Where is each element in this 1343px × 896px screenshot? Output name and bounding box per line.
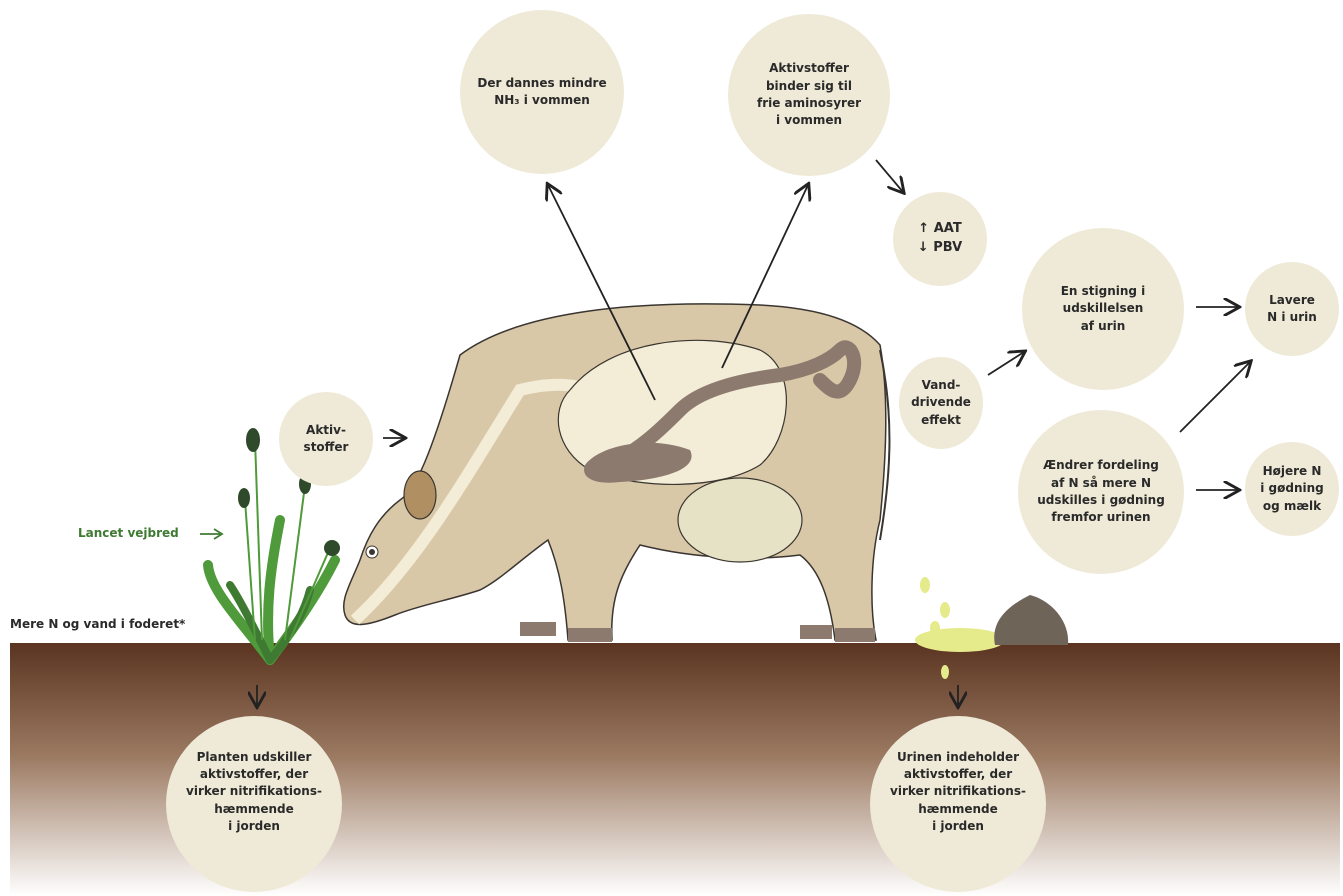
- bubble-planten: Planten udskiller aktivstoffer, der virk…: [166, 716, 342, 892]
- bubble-urinen: Urinen indeholder aktivstoffer, der virk…: [870, 716, 1046, 892]
- label-mere-n: Mere N og vand i foderet*: [10, 617, 185, 631]
- cow: [344, 304, 890, 642]
- arrow-to-stigning: [988, 352, 1024, 375]
- bubble-aktiv: Aktiv- stoffer: [279, 392, 373, 486]
- bubble-stigning: En stigning i udskillelsen af urin: [1022, 228, 1184, 390]
- label-lancet: Lancet vejbred: [78, 526, 179, 540]
- bubble-vanddrivende: Vand- drivende effekt: [899, 357, 983, 449]
- arrow-to-aat: [876, 160, 903, 192]
- arrow-aendrer-to-lavere: [1180, 362, 1250, 432]
- bubble-hojere: Højere N i gødning og mælk: [1245, 442, 1339, 536]
- bubble-lavere: Lavere N i urin: [1245, 262, 1339, 356]
- bubble-aat-pbv: ↑ AAT ↓ PBV: [893, 192, 987, 286]
- dung-pile: [994, 595, 1068, 645]
- bubble-aktivstoffer-bind: Aktivstoffer binder sig til frie aminosy…: [728, 14, 890, 176]
- bubble-aendrer: Ændrer fordeling af N så mere N udskille…: [1018, 410, 1184, 574]
- bubble-nh3: Der dannes mindre NH₃ i vommen: [460, 10, 624, 174]
